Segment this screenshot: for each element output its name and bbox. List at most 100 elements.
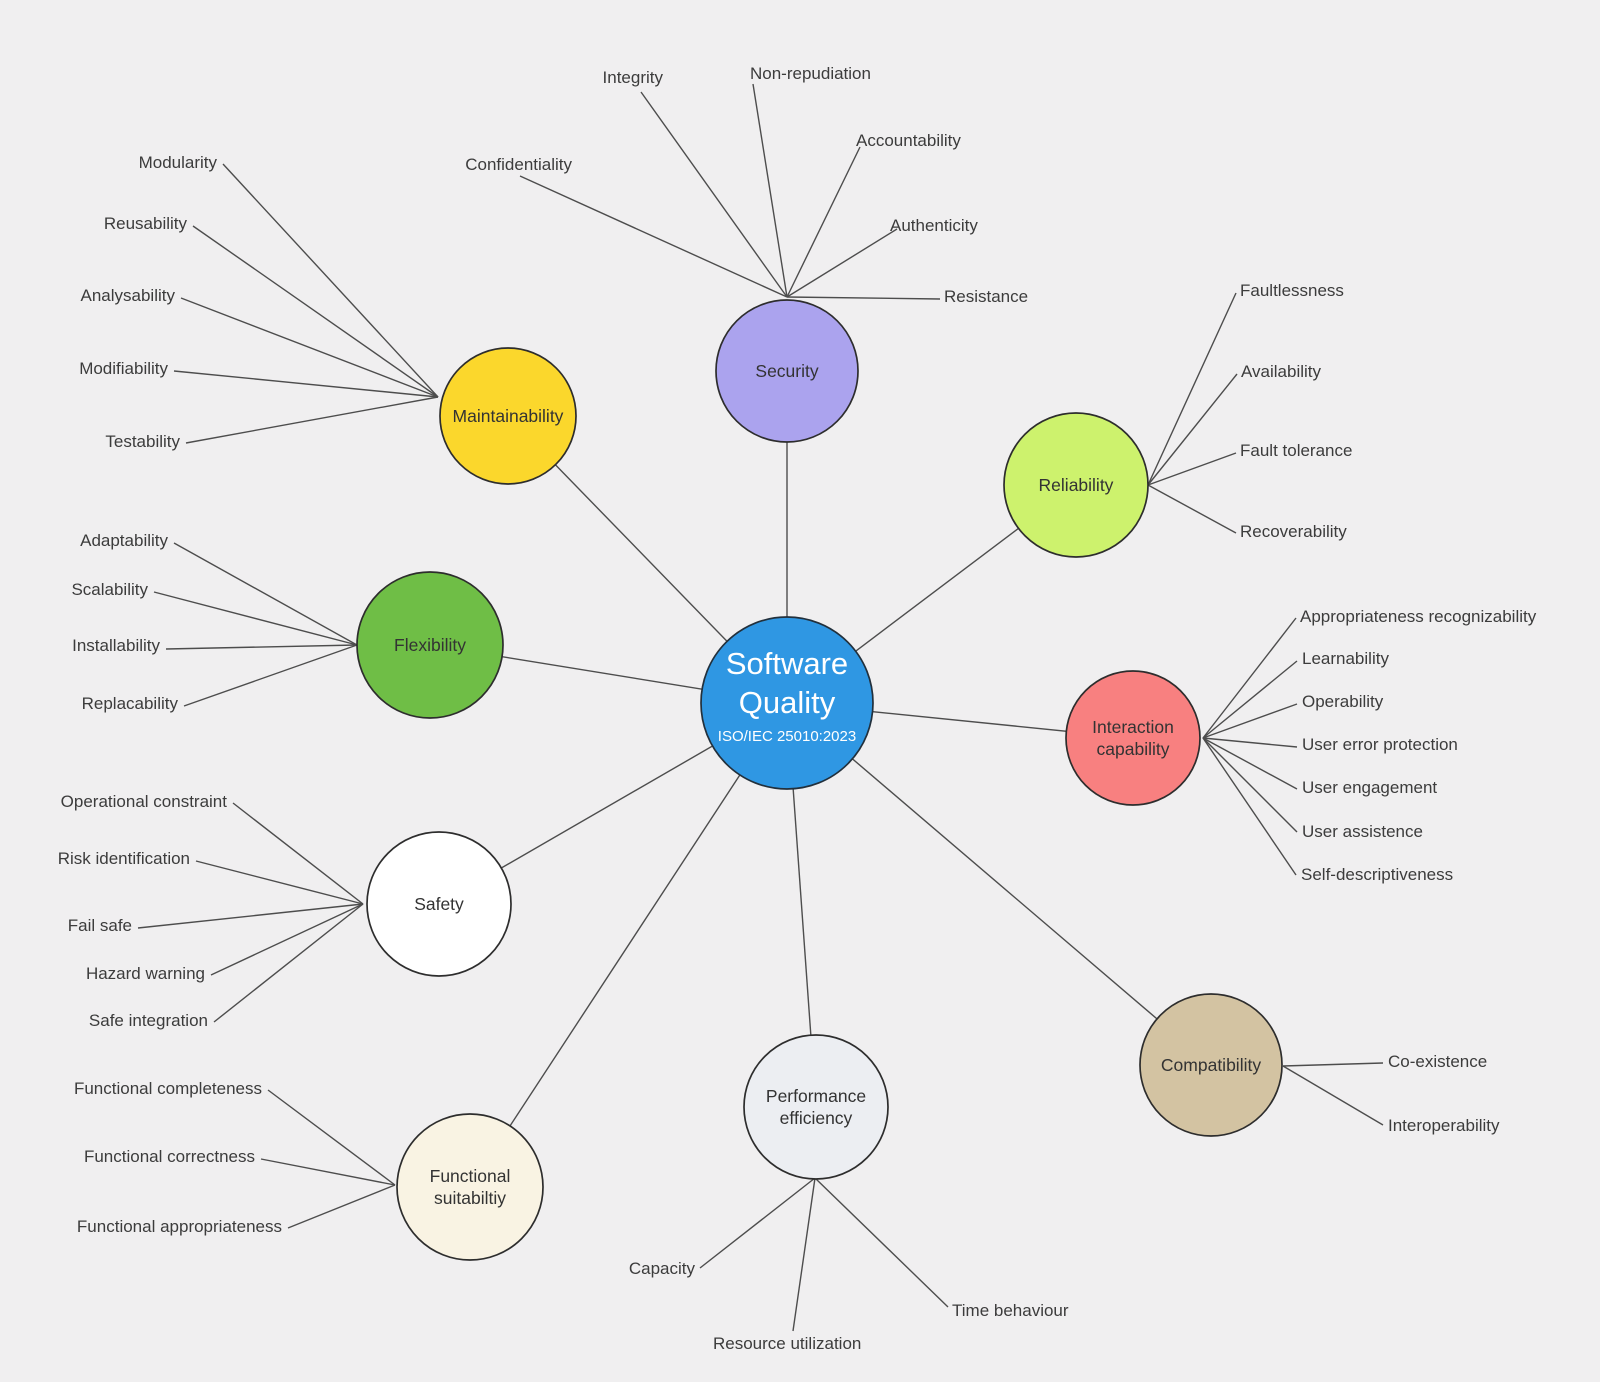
center-title-line2: Quality — [739, 685, 836, 720]
leaf-operability: Operability — [1302, 692, 1384, 711]
leaf-capacity: Capacity — [629, 1259, 696, 1278]
edge-interaction-capability-user-engagement — [1202, 737, 1298, 790]
edge-interaction-capability-learnability — [1202, 660, 1298, 739]
leaf-interoperability: Interoperability — [1388, 1116, 1500, 1135]
edge-flexibility-replacability — [183, 644, 358, 707]
edge-maintainability-reusability — [192, 225, 439, 398]
edge-security-authenticity — [786, 228, 898, 298]
center-title-line1: Software — [726, 646, 848, 681]
leaf-safe-integration: Safe integration — [89, 1011, 208, 1030]
leaf-testability: Testability — [105, 432, 180, 451]
leaf-replacability: Replacability — [82, 694, 179, 713]
node-interaction-capability-label: capability — [1097, 739, 1170, 759]
node-flexibility-label: Flexibility — [394, 635, 466, 655]
edge-interaction-capability-user-error-protection — [1202, 737, 1298, 748]
node-security-label: Security — [755, 361, 818, 381]
center-subtitle: ISO/IEC 25010:2023 — [718, 728, 856, 745]
edge-interaction-capability-operability — [1202, 703, 1298, 739]
leaf-user-error-protection: User error protection — [1302, 735, 1458, 754]
leaf-co-existence: Co-existence — [1388, 1052, 1487, 1071]
leaf-time-behaviour: Time behaviour — [952, 1301, 1069, 1320]
nodes-layer — [356, 299, 1283, 1261]
edge-safety-safe-integration — [213, 903, 364, 1023]
node-software-quality-circle — [700, 616, 874, 790]
leaf-installability: Installability — [72, 636, 160, 655]
edge-interaction-capability-appropriateness-recognizability — [1202, 617, 1297, 739]
edge-functional-suitability-functional-appropriateness — [287, 1184, 396, 1229]
edge-maintainability-analysability — [180, 297, 439, 398]
leaf-user-assistence: User assistence — [1302, 822, 1423, 841]
leaf-non-repudiation: Non-repudiation — [750, 64, 871, 83]
node-reliability-label: Reliability — [1039, 475, 1114, 495]
edge-security-non-repudiation — [752, 83, 788, 298]
edge-performance-efficiency-capacity — [699, 1177, 816, 1269]
leaf-hazard-warning: Hazard warning — [86, 964, 205, 983]
leaf-appropriateness-recognizability: Appropriateness recognizability — [1300, 607, 1537, 626]
edge-reliability-recoverability — [1147, 484, 1237, 534]
leaf-reusability: Reusability — [104, 214, 188, 233]
leaf-accountability: Accountability — [856, 131, 961, 150]
leaf-authenticity: Authenticity — [890, 216, 978, 235]
leaf-recoverability: Recoverability — [1240, 522, 1347, 541]
edge-security-resistance — [786, 296, 941, 300]
leaf-user-engagement: User engagement — [1302, 778, 1437, 797]
node-performance-efficiency-label: Performance — [766, 1086, 866, 1106]
leaf-availability: Availability — [1241, 362, 1322, 381]
edge-interaction-capability-self-descriptiveness — [1202, 737, 1297, 876]
leaf-learnability: Learnability — [1302, 649, 1389, 668]
leaf-fault-tolerance: Fault tolerance — [1240, 441, 1352, 460]
node-maintainability-label: Maintainability — [453, 406, 564, 426]
node-functional-suitability-label: Functional — [430, 1166, 511, 1186]
edge-flexibility-installability — [165, 644, 358, 650]
edge-center-functional-suitability — [469, 702, 788, 1188]
node-security-circle — [715, 299, 859, 443]
leaf-fail-safe: Fail safe — [68, 916, 132, 935]
node-safety-label: Safety — [414, 894, 464, 914]
leaf-confidentiality: Confidentiality — [465, 155, 572, 174]
leaf-functional-completeness: Functional completeness — [74, 1079, 262, 1098]
edge-security-confidentiality — [519, 175, 788, 298]
leaf-modifiability: Modifiability — [79, 359, 168, 378]
edge-center-compatibility — [786, 702, 1212, 1066]
node-compatibility-label: Compatibility — [1161, 1055, 1261, 1075]
edge-safety-hazard-warning — [210, 903, 364, 976]
edge-reliability-faultlessness — [1147, 292, 1237, 486]
leaf-resistance: Resistance — [944, 287, 1028, 306]
node-compatibility-circle — [1139, 993, 1283, 1137]
leaf-analysability: Analysability — [81, 286, 176, 305]
node-maintainability-circle — [439, 347, 577, 485]
leaf-adaptability: Adaptability — [80, 531, 168, 550]
leaf-resource-utilization: Resource utilization — [713, 1334, 861, 1353]
edge-security-accountability — [786, 146, 861, 298]
leaf-faultlessness: Faultlessness — [1240, 281, 1344, 300]
edge-functional-suitability-functional-completeness — [267, 1089, 396, 1186]
edge-compatibility-interoperability — [1282, 1065, 1384, 1126]
leaf-scalability: Scalability — [71, 580, 148, 599]
edge-safety-operational-constraint — [232, 802, 364, 905]
edge-performance-efficiency-time-behaviour — [814, 1177, 949, 1308]
leaf-modularity: Modularity — [139, 153, 218, 172]
edge-flexibility-scalability — [153, 591, 358, 646]
edge-maintainability-testability — [185, 396, 439, 444]
leaf-self-descriptiveness: Self-descriptiveness — [1301, 865, 1453, 884]
leaf-risk-identification: Risk identification — [58, 849, 190, 868]
edge-performance-efficiency-resource-utilization — [792, 1177, 816, 1332]
edge-safety-fail-safe — [137, 903, 364, 929]
node-performance-efficiency-circle — [743, 1034, 889, 1180]
edge-reliability-availability — [1147, 373, 1238, 486]
edge-security-integrity — [640, 91, 788, 298]
edge-compatibility-co-existence — [1282, 1062, 1384, 1067]
node-interaction-capability-label: Interaction — [1092, 717, 1174, 737]
node-performance-efficiency-label: efficiency — [780, 1108, 853, 1128]
node-safety-circle — [366, 831, 512, 977]
leaf-functional-correctness: Functional correctness — [84, 1147, 255, 1166]
edge-reliability-fault-tolerance — [1147, 452, 1237, 486]
edge-flexibility-adaptability — [173, 542, 358, 646]
edge-maintainability-modularity — [222, 163, 439, 398]
leaf-functional-appropriateness: Functional appropriateness — [77, 1217, 282, 1236]
edge-interaction-capability-user-assistence — [1202, 737, 1298, 833]
edge-functional-suitability-functional-correctness — [260, 1158, 396, 1186]
